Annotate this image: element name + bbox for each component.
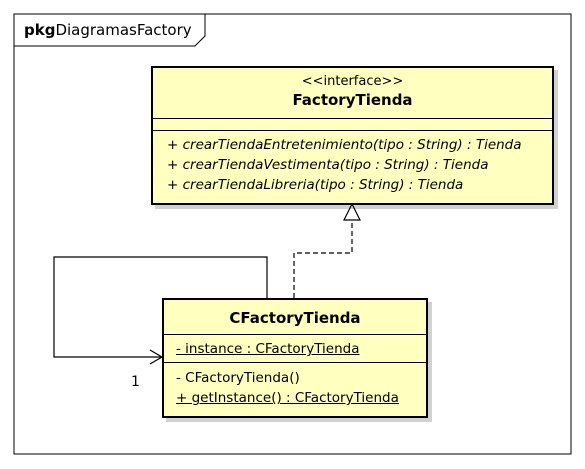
realization-line: [293, 220, 353, 298]
attribute-instance: - instance : CFactoryTienda: [176, 341, 360, 357]
package-label: pkgDiagramasFactory: [14, 14, 192, 46]
operation-crear-tienda-entretenimiento: + crearTiendaEntretenimiento(tipo : Stri…: [167, 137, 522, 153]
interface-stereotype: <<interface>>: [301, 74, 404, 89]
interface-class-box[interactable]: <<interface>> FactoryTienda + crearTiend…: [151, 66, 554, 205]
operation-crear-tienda-vestimenta: + crearTiendaVestimenta(tipo : String) :…: [167, 157, 489, 173]
operation-get-instance: + getInstance() : CFactoryTienda: [176, 390, 399, 406]
concrete-attributes-section: - instance : CFactoryTienda: [164, 335, 426, 363]
package-frame: [13, 13, 572, 455]
interface-class-name: FactoryTienda: [292, 91, 413, 109]
concrete-class-name: CFactoryTienda: [229, 309, 361, 327]
association-multiplicity: 1: [131, 374, 140, 390]
operation-crear-tienda-libreria: + crearTiendaLibreria(tipo : String) : T…: [167, 177, 464, 193]
operation-constructor: - CFactoryTienda(): [176, 370, 300, 386]
package-keyword: pkg: [24, 21, 56, 39]
concrete-class-box[interactable]: CFactoryTienda - instance : CFactoryTien…: [162, 298, 428, 418]
interface-operations-section: + crearTiendaEntretenimiento(tipo : Stri…: [153, 131, 552, 195]
concrete-class-header: CFactoryTienda: [164, 300, 426, 335]
concrete-operations-section: - CFactoryTienda() + getInstance() : CFa…: [164, 363, 426, 408]
self-association-line: [53, 256, 268, 358]
package-tab-outline: [14, 14, 206, 47]
interface-attributes-section: [153, 119, 552, 131]
interface-class-header: <<interface>> FactoryTienda: [153, 68, 552, 119]
package-name: DiagramasFactory: [55, 21, 192, 39]
realization-arrowhead: [343, 202, 361, 221]
